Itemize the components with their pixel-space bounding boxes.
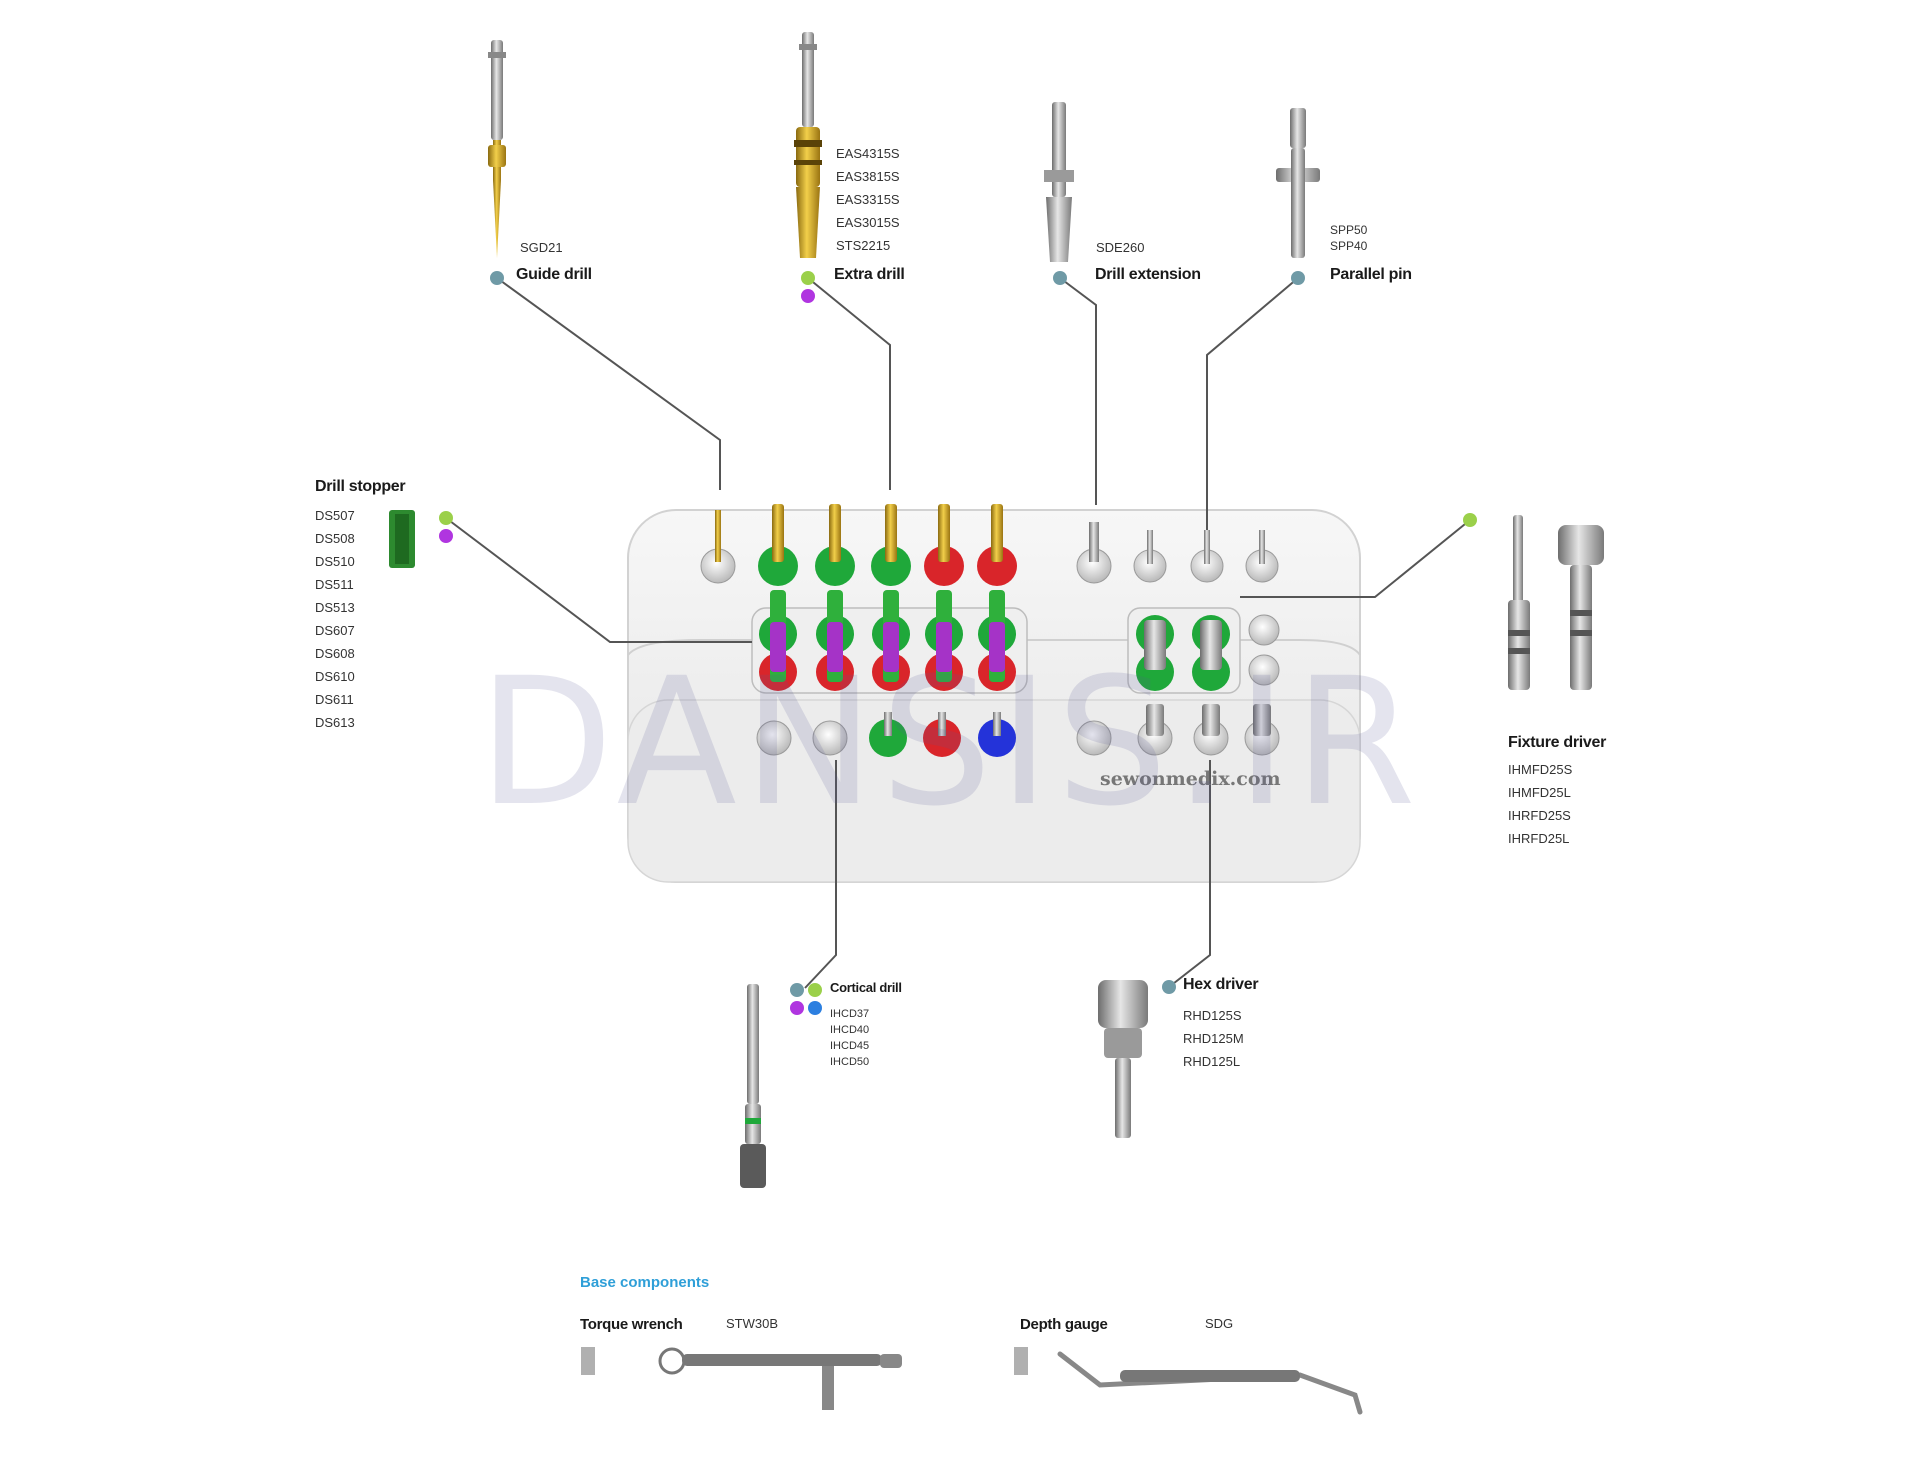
parallel-pin-label: Parallel pin — [1330, 266, 1412, 283]
depth-gauge-label: Depth gauge — [1020, 1316, 1108, 1333]
drill-extension-image — [1044, 102, 1074, 262]
fixture-driver-image — [1508, 515, 1604, 690]
guide-drill-label: Guide drill — [516, 266, 592, 283]
extra-drill-label: Extra drill — [834, 266, 905, 283]
cortical-drill-image — [740, 984, 766, 1188]
depth-gauge-code: SDG — [1205, 1316, 1234, 1331]
cortical-drill-slots — [756, 712, 1016, 757]
fixture-driver-codes: IHMFD25S IHMFD25L IHRFD25S IHRFD25L — [1508, 762, 1573, 846]
parallel-pin-codes: SPP50 SPP40 — [1330, 223, 1368, 253]
cortical-drill-codes: IHCD37 IHCD40 IHCD45 IHCD50 — [830, 1008, 870, 1068]
depth-gauge-image — [1014, 1347, 1363, 1415]
parallel-pin-image — [1276, 108, 1320, 258]
tray-row-top-left — [700, 504, 1017, 586]
tray-right-block — [1076, 522, 1280, 756]
leader-lines — [445, 277, 1471, 989]
cortical-drill-label: Cortical drill — [830, 980, 902, 995]
torque-wrench-code: STW30B — [726, 1316, 779, 1331]
hex-driver-label: Hex driver — [1183, 976, 1259, 993]
extra-drill-image — [794, 32, 822, 258]
drill-extension-codes: SDE260 — [1096, 240, 1145, 255]
kit-website: sewonmedix.com — [1100, 768, 1281, 790]
drill-stopper-slots — [759, 590, 1016, 691]
torque-wrench-image — [581, 1347, 902, 1410]
hex-driver-image — [1098, 980, 1148, 1138]
guide-drill-image — [488, 40, 506, 258]
drill-stopper-image — [389, 510, 415, 568]
indicator-dots — [439, 271, 1477, 1015]
drill-extension-label: Drill extension — [1095, 266, 1201, 283]
hex-driver-codes: RHD125S RHD125M RHD125L — [1183, 1008, 1244, 1069]
drill-stopper-label: Drill stopper — [315, 478, 406, 495]
extra-drill-codes: EAS4315S EAS3815S EAS3315S EAS3015S STS2… — [836, 146, 900, 253]
base-components-title: Base components — [580, 1274, 710, 1291]
guide-drill-codes: SGD21 — [520, 240, 563, 255]
drill-stopper-codes: DS507 DS508 DS510 DS511 DS513 DS607 DS60… — [315, 508, 355, 730]
fixture-driver-label: Fixture driver — [1508, 734, 1607, 751]
torque-wrench-label: Torque wrench — [580, 1316, 683, 1333]
